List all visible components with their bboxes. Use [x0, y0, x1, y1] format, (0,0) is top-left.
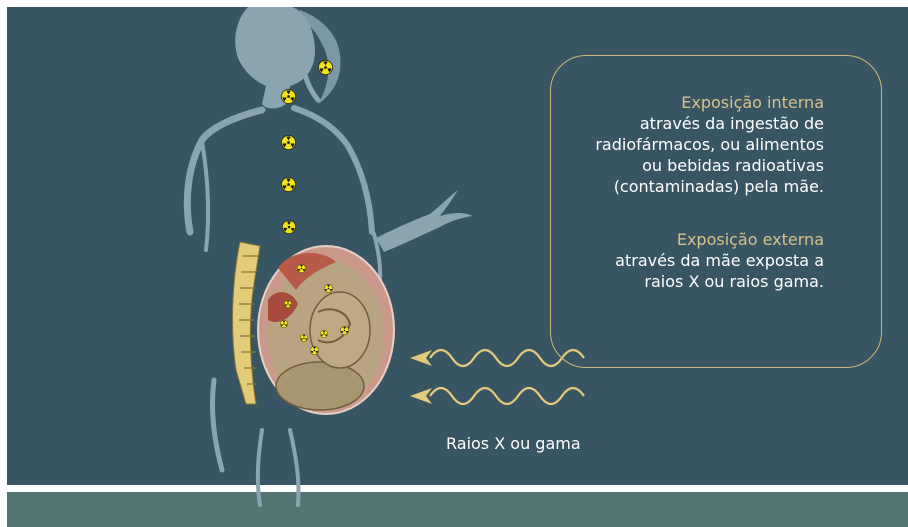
wavy-ray-arrow-icon: [410, 388, 584, 404]
external-exposure-line: através da mãe exposta a: [615, 250, 824, 271]
internal-exposure-line: através da ingestão de: [640, 113, 824, 134]
spine: [233, 242, 260, 404]
internal-exposure-line: radiofármacos, ou alimentos: [595, 134, 824, 155]
radiation-symbol-icon: [340, 326, 349, 335]
rays-caption: Raios X ou gama: [446, 434, 581, 453]
external-exposure-title: Exposição externa: [677, 229, 824, 250]
external-exposure-line: raios X ou raios gama.: [644, 271, 824, 292]
woman-hand: [376, 190, 472, 252]
radiation-symbol-icon: [324, 284, 333, 293]
radiation-symbol-icon: [281, 177, 295, 191]
radiation-symbol-icon: [284, 300, 292, 308]
info-callout-box: Exposição interna através da ingestão de…: [550, 55, 882, 368]
radiation-symbol-icon: [297, 264, 306, 273]
internal-exposure-title: Exposição interna: [681, 92, 824, 113]
radiation-symbol-icon: [282, 220, 295, 233]
radiation-symbol-icon: [318, 60, 332, 74]
internal-exposure-line: (contaminadas) pela mãe.: [614, 176, 824, 197]
radiation-symbol-icon: [280, 320, 288, 328]
radiation-symbol-icon: [281, 89, 295, 103]
radiation-symbol-icon: [310, 346, 319, 355]
internal-exposure-line: ou bebidas radioativas: [642, 155, 824, 176]
incoming-rays: [410, 350, 584, 404]
radiation-symbol-icon: [300, 334, 308, 342]
radiation-symbol-icon: [320, 330, 328, 338]
radiation-symbol-icon: [281, 135, 295, 149]
